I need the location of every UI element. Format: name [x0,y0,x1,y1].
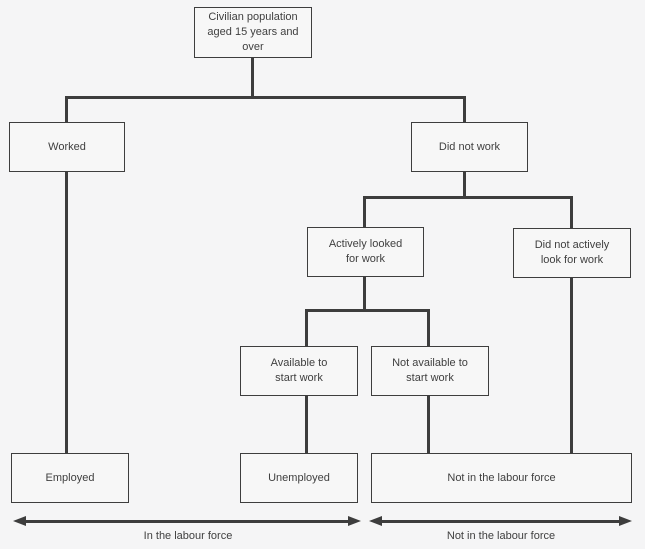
node-label: Not available to start work [392,357,468,384]
connector [363,276,366,312]
node-available-to-start-work: Available to start work [240,346,358,396]
node-label: Available to start work [270,357,328,384]
node-label: Did not work [438,140,501,153]
in-labour-force-span-arrow [24,520,350,523]
node-unemployed: Unemployed [240,453,358,503]
not-in-labour-force-span-label: Not in the labour force [446,530,556,542]
arrowhead-left-icon [13,516,26,526]
connector [363,196,366,227]
connector [570,277,573,454]
connector [570,196,573,228]
node-label: Worked [48,140,86,153]
node-worked: Worked [9,122,125,172]
node-label: Unemployed [268,471,330,484]
node-employed: Employed [11,453,129,503]
node-label: Actively looked for work [328,238,403,265]
node-label: Civilian population aged 15 years and ov… [207,11,299,53]
connector [65,96,68,122]
node-civilian-population: Civilian population aged 15 years and ov… [194,7,312,58]
connector [427,395,430,454]
in-labour-force-span-label: In the labour force [143,530,233,542]
node-did-not-actively-look-for-work: Did not actively look for work [513,228,631,278]
connector [65,171,68,454]
arrowhead-right-icon [619,516,632,526]
node-not-in-the-labour-force: Not in the labour force [371,453,632,503]
connector [305,309,430,312]
node-not-available-to-start-work: Not available to start work [371,346,489,396]
not-in-labour-force-span-arrow [381,520,621,523]
arrowhead-right-icon [348,516,361,526]
node-actively-looked-for-work: Actively looked for work [307,227,424,277]
connector [463,96,466,122]
connector [251,57,254,99]
node-label: Not in the labour force [447,471,556,484]
connector [65,96,466,99]
node-label: Employed [45,471,95,484]
node-did-not-work: Did not work [411,122,528,172]
arrowhead-left-icon [369,516,382,526]
connector [305,395,308,454]
connector [427,309,430,346]
connector [363,196,573,199]
connector [463,171,466,199]
connector [305,309,308,346]
node-label: Did not actively look for work [534,239,610,266]
